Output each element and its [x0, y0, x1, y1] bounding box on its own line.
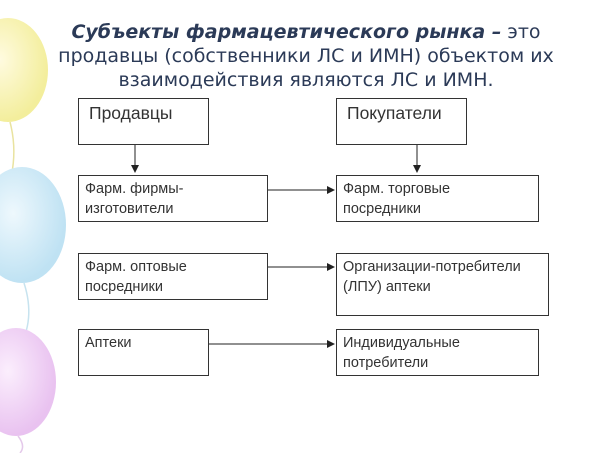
- purple-balloon: [0, 328, 56, 436]
- seller-label-1: Фарм. фирмы-изготовители: [85, 181, 184, 217]
- buyer-label-2: Организации-потребители (ЛПУ) аптеки: [343, 259, 521, 295]
- buyer-label-1: Фарм. торговые посредники: [343, 181, 451, 217]
- sellers-header-box: Продавцы: [78, 98, 209, 145]
- buyers-header-box: Покупатели: [336, 98, 467, 145]
- buyer-box-2: Организации-потребители (ЛПУ) аптеки: [336, 253, 549, 316]
- title-rest: это продавцы (собственники ЛС и ИМН) объ…: [58, 21, 554, 91]
- seller-box-1: Фарм. фирмы-изготовители: [78, 175, 268, 222]
- seller-label-2: Фарм. оптовые посредники: [85, 259, 187, 295]
- slide-title: Субъекты фармацевтического рынка – это п…: [26, 20, 586, 92]
- buyer-box-1: Фарм. торговые посредники: [336, 175, 539, 222]
- buyer-box-3: Индивидуальные потребители: [336, 329, 539, 376]
- yellow-balloon: [0, 18, 48, 122]
- title-emphasis: Субъекты фармацевтического рынка –: [71, 21, 502, 43]
- seller-box-2: Фарм. оптовые посредники: [78, 253, 268, 300]
- buyers-header-label: Покупатели: [347, 103, 442, 123]
- seller-box-3: Аптеки: [78, 329, 209, 376]
- seller-label-3: Аптеки: [85, 335, 132, 351]
- blue-balloon: [0, 167, 66, 283]
- sellers-header-label: Продавцы: [89, 103, 173, 123]
- buyer-label-3: Индивидуальные потребители: [343, 335, 460, 371]
